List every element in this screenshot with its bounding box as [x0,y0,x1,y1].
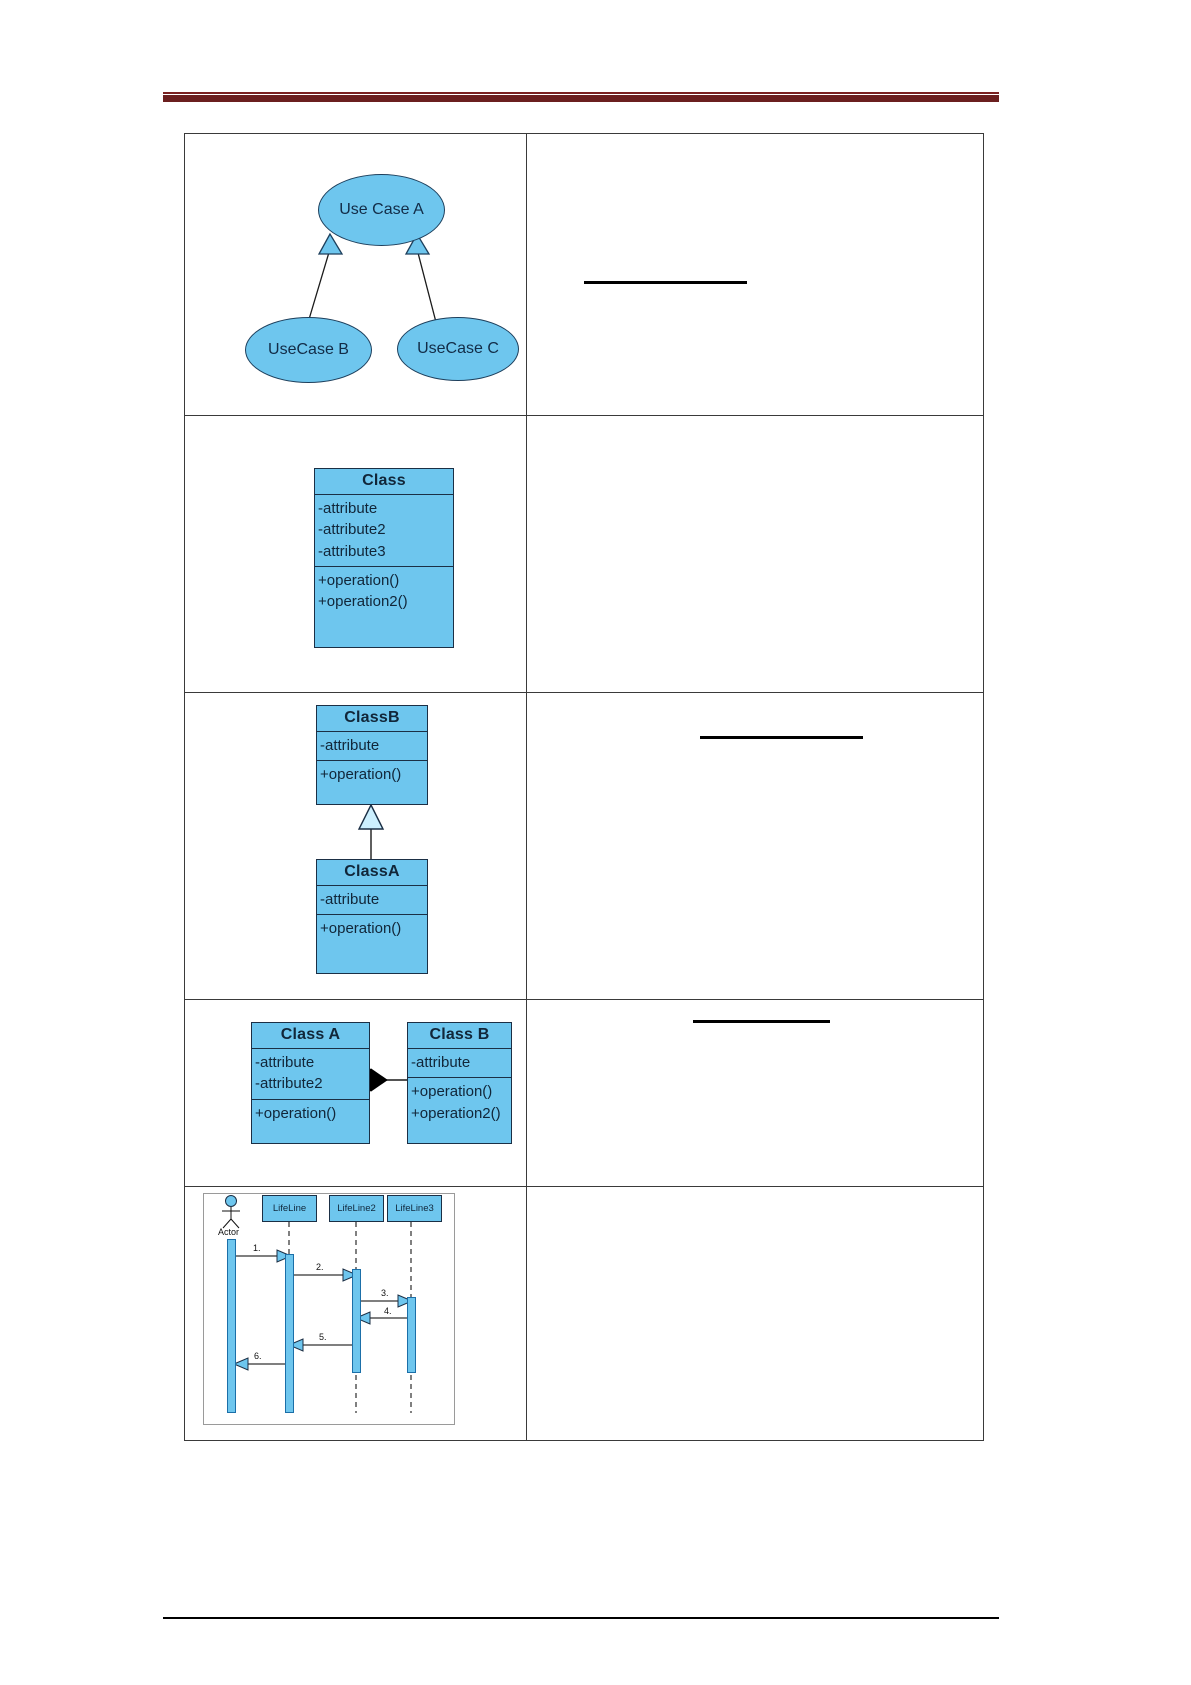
class-operation: +operation() [255,1104,337,1122]
class-attribute: -attribute [411,1054,471,1071]
class-attributes: -attribute -attribute2 -attribute3 [315,495,453,567]
uml-reference-table: Use Case A UseCase B UseCase C Class [184,133,984,1441]
class-attributes: -attribute [317,886,427,916]
class-attribute: -attribute3 [318,542,386,560]
class-attribute: -attribute [320,891,380,908]
sequence-participant-actor-label: Actor [218,1227,240,1237]
class-box-class: Class -attribute -attribute2 -attribute3… [314,468,454,648]
class-operations: +operation() [317,761,427,789]
diagram-cell-class: Class -attribute -attribute2 -attribute3… [184,415,527,693]
use-case-connectors [306,232,438,327]
sequence-message-label-6: 6. [254,1351,262,1361]
note-underline-rule [700,736,863,739]
class-operation: +operation() [411,1083,493,1101]
use-case-label: Use Case A [339,201,424,218]
sequence-participant-label: LifeLine [272,1203,307,1214]
class-operations: +operation() [252,1100,369,1128]
footer-rule-line [163,1617,999,1619]
class-operation: +operation2() [411,1104,501,1122]
use-case-node-a: Use Case A [318,174,445,246]
class-attribute: -attribute [255,1054,315,1071]
note-underline-rule [584,281,747,284]
class-attribute: -attribute2 [318,521,386,539]
note-cell-sequence [526,1186,984,1441]
header-rule-gap [163,94,999,95]
use-case-node-b: UseCase B [245,317,372,383]
note-cell-use-case [526,133,984,416]
class-operation: +operation2() [318,593,408,611]
class-box-classa: ClassA -attribute +operation() [316,859,428,974]
use-case-diagram: Use Case A UseCase B UseCase C [185,134,526,415]
class-name: Class A [252,1023,369,1049]
class-diagram-composition: Class A -attribute -attribute2 +operatio… [185,1000,526,1186]
page-footer-rule [163,1617,999,1619]
sequence-frame [203,1193,455,1425]
class-diagram: Class -attribute -attribute2 -attribute3… [185,416,526,692]
note-cell-composition [526,999,984,1187]
note-cell-class [526,415,984,693]
class-operation: +operation() [320,920,402,938]
class-operations: +operation() [317,915,427,943]
sequence-participant-label: LifeLine2 [337,1203,376,1214]
note-underline-rule [693,1020,830,1023]
table-row: Actor LifeLine LifeLine2 LifeLine3 1. [184,1186,984,1441]
sequence-message-label-1: 1. [253,1243,261,1253]
class-attributes: -attribute [408,1049,511,1079]
sequence-activation-lifeline2 [352,1269,361,1373]
sequence-connectors [222,1195,414,1413]
diagram-cell-use-case: Use Case A UseCase B UseCase C [184,133,527,416]
sequence-participant-lifeline: LifeLine [262,1195,317,1222]
class-name: Class [315,469,453,495]
class-name: ClassA [317,860,427,886]
class-attributes: -attribute [317,732,427,762]
class-diagram-inheritance: ClassB -attribute +operation() ClassA -a… [185,693,526,999]
class-attribute: -attribute [318,500,378,517]
class-attributes: -attribute -attribute2 [252,1049,369,1100]
use-case-node-c: UseCase C [397,317,519,381]
sequence-activation-actor [227,1239,236,1413]
class-box-classb: ClassB -attribute +operation() [316,705,428,805]
note-cell-inheritance [526,692,984,1000]
diagram-cell-composition: Class A -attribute -attribute2 +operatio… [184,999,527,1187]
class-operation: +operation() [320,766,402,784]
use-case-label: UseCase C [417,340,499,357]
class-operation: +operation() [318,571,400,589]
sequence-diagram: Actor LifeLine LifeLine2 LifeLine3 1. [185,1187,526,1440]
sequence-message-label-3: 3. [381,1288,389,1298]
table-row: Use Case A UseCase B UseCase C [184,133,984,416]
header-rule-thin-top [163,92,999,94]
sequence-message-label-4: 4. [384,1306,392,1316]
sequence-activation-lifeline [285,1254,294,1413]
diagram-cell-inheritance: ClassB -attribute +operation() ClassA -a… [184,692,527,1000]
class-operations: +operation() +operation2() [408,1078,511,1128]
table-row: Class A -attribute -attribute2 +operatio… [184,999,984,1187]
class-name: ClassB [317,706,427,732]
table-row: Class -attribute -attribute2 -attribute3… [184,415,984,693]
class-attribute: -attribute2 [255,1075,323,1093]
class-box-class-a: Class A -attribute -attribute2 +operatio… [251,1022,370,1144]
sequence-participant-lifeline3: LifeLine3 [387,1195,442,1222]
sequence-activation-lifeline3 [407,1297,416,1373]
use-case-label: UseCase B [268,341,349,358]
class-box-class-b: Class B -attribute +operation() +operati… [407,1022,512,1144]
header-rule-thick [163,95,999,102]
page-header-rule [163,92,999,102]
sequence-participant-lifeline2: LifeLine2 [329,1195,384,1222]
table-row: ClassB -attribute +operation() ClassA -a… [184,692,984,1000]
class-name: Class B [408,1023,511,1049]
generalization-connector [357,803,385,859]
sequence-participant-label: LifeLine3 [395,1203,434,1214]
diagram-cell-sequence: Actor LifeLine LifeLine2 LifeLine3 1. [184,1186,527,1441]
class-attribute: -attribute [320,737,380,754]
sequence-message-label-5: 5. [319,1332,327,1342]
sequence-message-label-2: 2. [316,1262,324,1272]
class-operations: +operation() +operation2() [315,567,453,617]
